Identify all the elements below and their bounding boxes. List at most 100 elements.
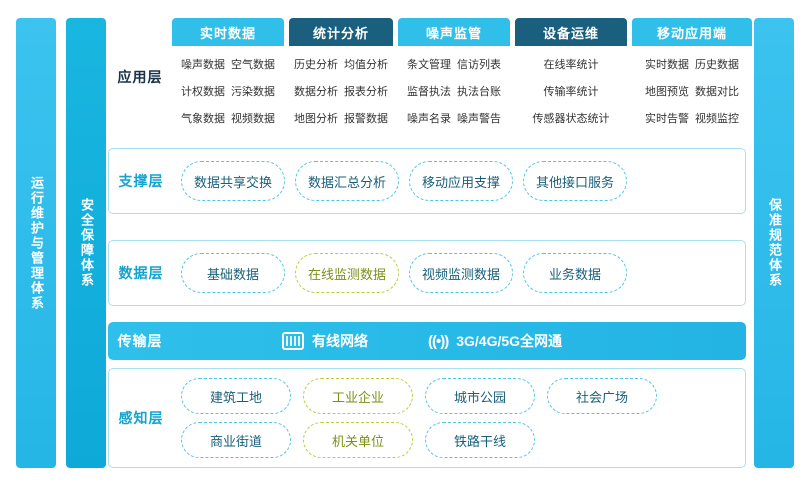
perception-items: 建筑工地工业企业城市公园社会广场 商业街道机关单位铁路干线 xyxy=(173,370,745,466)
application-column-title: 移动应用端 xyxy=(632,18,752,46)
side-bar-security-assurance: 安全保障体系 xyxy=(66,18,106,468)
application-item[interactable]: 数据分析 xyxy=(294,85,338,98)
application-column: 设备运维在线率统计传输率统计传感器状态统计 xyxy=(515,18,627,136)
application-item[interactable]: 视频监控 xyxy=(695,113,739,126)
perception-row-2: 商业街道机关单位铁路干线 xyxy=(181,422,737,458)
side-bar-standard-specification: 保准规范体系 xyxy=(754,18,794,468)
application-item[interactable]: 传输率统计 xyxy=(543,85,599,98)
application-item-row: 噪声名录噪声警告 xyxy=(401,109,507,127)
application-item[interactable]: 均值分析 xyxy=(344,58,388,71)
application-item[interactable]: 信访列表 xyxy=(457,58,501,71)
transmission-item-wired: 有线网络 xyxy=(282,331,368,351)
transmission-item-wireless: ((•)) 3G/4G/5G全网通 xyxy=(428,331,562,351)
application-item[interactable]: 历史分析 xyxy=(294,58,338,71)
application-column: 噪声监管条文管理信访列表监督执法执法台账噪声名录噪声警告 xyxy=(398,18,510,136)
application-item[interactable]: 条文管理 xyxy=(407,58,451,71)
application-item[interactable]: 实时数据 xyxy=(645,58,689,71)
application-column-body: 在线率统计传输率统计传感器状态统计 xyxy=(515,46,627,136)
support-items: 数据共享交换数据汇总分析移动应用支撑其他接口服务 xyxy=(173,161,745,201)
application-column-title: 实时数据 xyxy=(172,18,284,46)
application-item-row: 实时告警视频监控 xyxy=(635,109,749,127)
application-item[interactable]: 地图预览 xyxy=(645,85,689,98)
layer-pill[interactable]: 基础数据 xyxy=(181,253,285,293)
application-item-row: 实时数据历史数据 xyxy=(635,55,749,73)
perception-pill[interactable]: 铁路干线 xyxy=(425,422,535,458)
layer-data: 数据层 基础数据在线监测数据视频监测数据业务数据 xyxy=(108,240,746,306)
side-bar-operation-maintenance: 运行维护与管理体系 xyxy=(16,18,56,468)
layer-support: 支撑层 数据共享交换数据汇总分析移动应用支撑其他接口服务 xyxy=(108,148,746,214)
layer-perception-label: 感知层 xyxy=(118,410,164,426)
perception-pill[interactable]: 机关单位 xyxy=(303,422,413,458)
side-bar-operation-maintenance-label: 运行维护与管理体系 xyxy=(29,175,44,311)
side-bar-security-assurance-label: 安全保障体系 xyxy=(79,198,94,288)
layer-application: 应用层 实时数据噪声数据空气数据计权数据污染数据气象数据视频数据统计分析历史分析… xyxy=(108,18,752,136)
layer-data-label: 数据层 xyxy=(118,265,164,281)
application-item-row: 地图预览数据对比 xyxy=(635,82,749,100)
application-item[interactable]: 监督执法 xyxy=(407,85,451,98)
application-item[interactable]: 视频数据 xyxy=(231,113,275,126)
layer-application-label: 应用层 xyxy=(117,69,163,85)
application-columns: 实时数据噪声数据空气数据计权数据污染数据气象数据视频数据统计分析历史分析均值分析… xyxy=(172,18,752,136)
application-item[interactable]: 在线率统计 xyxy=(543,58,599,71)
application-item[interactable]: 执法台账 xyxy=(457,85,501,98)
application-item[interactable]: 噪声警告 xyxy=(457,113,501,126)
application-item[interactable]: 传感器状态统计 xyxy=(532,113,610,126)
perception-pill[interactable]: 建筑工地 xyxy=(181,378,291,414)
perception-pill[interactable]: 城市公园 xyxy=(425,378,535,414)
application-item[interactable]: 地图分析 xyxy=(294,113,338,126)
application-column: 移动应用端实时数据历史数据地图预览数据对比实时告警视频监控 xyxy=(632,18,752,136)
application-item-row: 条文管理信访列表 xyxy=(401,55,507,73)
transmission-item-wireless-label: 3G/4G/5G全网通 xyxy=(456,333,563,349)
application-column-title: 设备运维 xyxy=(515,18,627,46)
layer-transmission-label: 传输层 xyxy=(117,333,163,349)
application-item[interactable]: 报警数据 xyxy=(344,113,388,126)
application-item-row: 历史分析均值分析 xyxy=(292,55,390,73)
application-item-row: 传输率统计 xyxy=(518,82,624,100)
application-item[interactable]: 噪声数据 xyxy=(181,58,225,71)
application-item[interactable]: 历史数据 xyxy=(695,58,739,71)
application-item[interactable]: 实时告警 xyxy=(645,113,689,126)
layer-pill[interactable]: 数据共享交换 xyxy=(181,161,286,201)
application-item-row: 监督执法执法台账 xyxy=(401,82,507,100)
application-column-body: 噪声数据空气数据计权数据污染数据气象数据视频数据 xyxy=(172,46,284,136)
application-column-body: 历史分析均值分析数据分析报表分析地图分析报警数据 xyxy=(289,46,393,136)
application-item[interactable]: 噪声名录 xyxy=(407,113,451,126)
perception-row-1: 建筑工地工业企业城市公园社会广场 xyxy=(181,378,737,414)
application-item[interactable]: 气象数据 xyxy=(181,113,225,126)
layer-pill[interactable]: 视频监测数据 xyxy=(409,253,514,293)
application-column: 统计分析历史分析均值分析数据分析报表分析地图分析报警数据 xyxy=(289,18,393,136)
layer-pill[interactable]: 在线监测数据 xyxy=(295,253,400,293)
perception-pill[interactable]: 社会广场 xyxy=(547,378,657,414)
perception-pill[interactable]: 工业企业 xyxy=(303,378,413,414)
layer-pill[interactable]: 业务数据 xyxy=(523,253,628,293)
application-item-row: 传感器状态统计 xyxy=(518,109,624,127)
application-column-body: 实时数据历史数据地图预览数据对比实时告警视频监控 xyxy=(632,46,752,136)
network-port-icon xyxy=(282,332,304,350)
transmission-item-wired-label: 有线网络 xyxy=(312,333,368,349)
application-item-row: 数据分析报表分析 xyxy=(292,82,390,100)
application-column-body: 条文管理信访列表监督执法执法台账噪声名录噪声警告 xyxy=(398,46,510,136)
application-column-title: 噪声监管 xyxy=(398,18,510,46)
application-item-row: 噪声数据空气数据 xyxy=(175,55,281,73)
data-items: 基础数据在线监测数据视频监测数据业务数据 xyxy=(173,253,745,293)
application-item[interactable]: 污染数据 xyxy=(231,85,275,98)
transmission-items: 有线网络 ((•)) 3G/4G/5G全网通 xyxy=(172,331,746,351)
layer-support-label: 支撑层 xyxy=(118,173,164,189)
layer-transmission: 传输层 有线网络 ((•)) 3G/4G/5G全网通 xyxy=(108,322,746,360)
application-item-row: 计权数据污染数据 xyxy=(175,82,281,100)
application-column: 实时数据噪声数据空气数据计权数据污染数据气象数据视频数据 xyxy=(172,18,284,136)
application-item-row: 气象数据视频数据 xyxy=(175,109,281,127)
application-item[interactable]: 计权数据 xyxy=(181,85,225,98)
application-item[interactable]: 空气数据 xyxy=(231,58,275,71)
side-bar-standard-specification-label: 保准规范体系 xyxy=(767,198,782,288)
application-item-row: 在线率统计 xyxy=(518,55,624,73)
application-item-row: 地图分析报警数据 xyxy=(292,109,390,127)
application-item[interactable]: 报表分析 xyxy=(344,85,388,98)
layer-perception: 感知层 建筑工地工业企业城市公园社会广场 商业街道机关单位铁路干线 xyxy=(108,368,746,468)
layer-pill[interactable]: 移动应用支撑 xyxy=(409,161,514,201)
layer-pill[interactable]: 数据汇总分析 xyxy=(295,161,400,201)
perception-pill[interactable]: 商业街道 xyxy=(181,422,291,458)
application-item[interactable]: 数据对比 xyxy=(695,85,739,98)
layer-pill[interactable]: 其他接口服务 xyxy=(523,161,628,201)
